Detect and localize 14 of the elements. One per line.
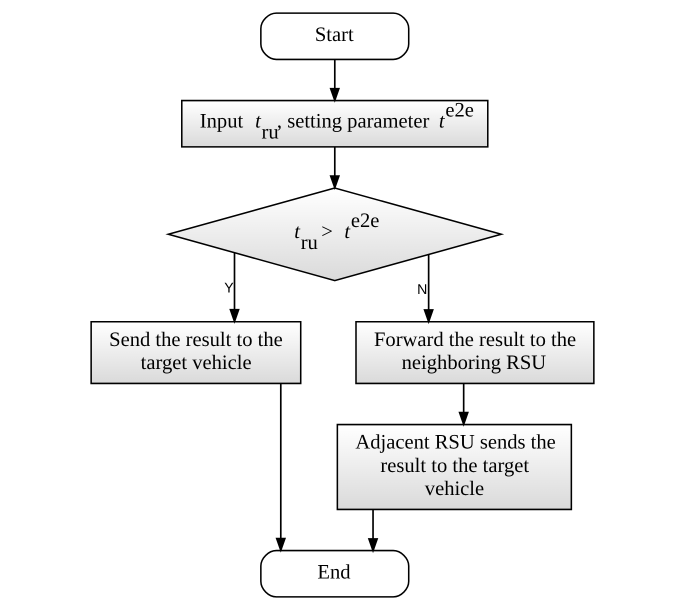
edge-label: N <box>416 280 427 297</box>
node-box: Forward the result to the neighboring RSU <box>354 320 594 384</box>
arrow <box>329 60 340 103</box>
node-box: Adjacent RSU sends the result to the target vehicle <box>336 424 572 510</box>
edge-label: Y <box>224 280 234 296</box>
arrow <box>228 252 240 324</box>
arrow <box>422 254 434 324</box>
node-box: End <box>260 550 409 598</box>
node-box: Send the result to the target vehicle <box>90 320 301 384</box>
arrow <box>458 384 468 427</box>
arrow <box>367 510 378 554</box>
arrow <box>275 384 286 553</box>
node-box: Start <box>260 12 409 60</box>
arrow <box>329 147 340 190</box>
